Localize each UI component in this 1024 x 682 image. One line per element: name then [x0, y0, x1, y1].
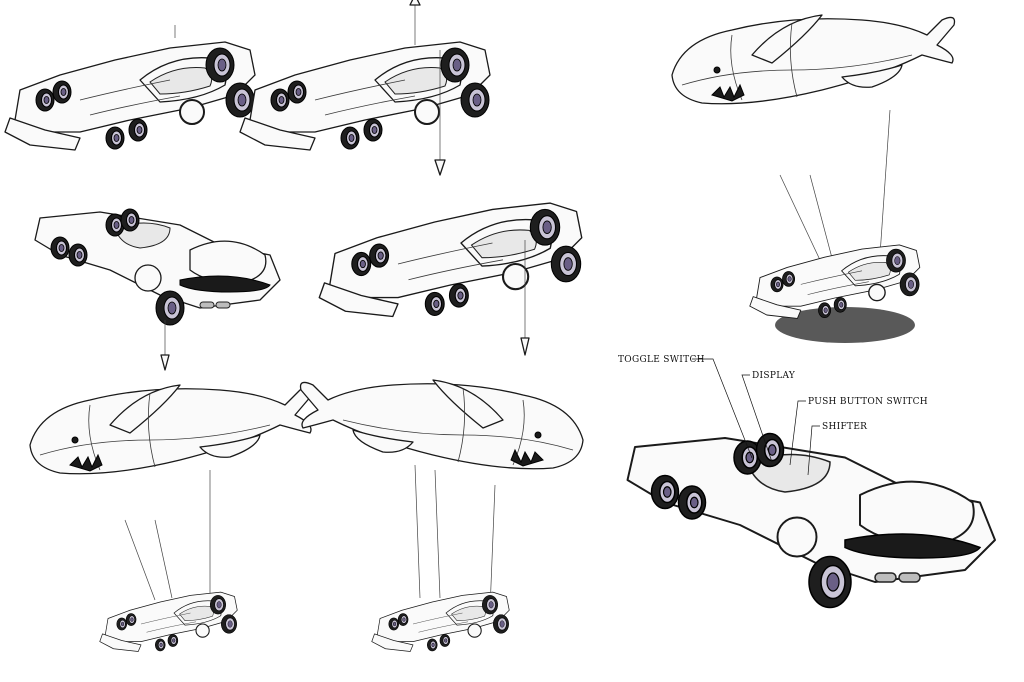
- shark-blimp-car-top-right: [671, 14, 956, 343]
- callout-toggle-switch: TOGGLE SWITCH: [618, 355, 753, 459]
- car-sketch-top-2: [240, 0, 490, 176]
- shark-blimp-car-left: [29, 384, 314, 652]
- svg-text:TOGGLE SWITCH: TOGGLE SWITCH: [618, 355, 705, 365]
- callout-display: DISPLAY: [741, 371, 796, 463]
- svg-text:DISPLAY: DISPLAY: [752, 371, 796, 381]
- car-side-view-1: [35, 209, 280, 371]
- svg-text:PUSH BUTTON SWITCH: PUSH BUTTON SWITCH: [808, 397, 928, 407]
- car-sketch-top-1: [5, 25, 255, 150]
- callout-push-button-switch: PUSH BUTTON SWITCH: [789, 397, 928, 466]
- svg-text:SHIFTER: SHIFTER: [822, 422, 867, 432]
- callout-shifter: SHIFTER: [807, 422, 867, 476]
- car-side-view-2: [319, 203, 582, 356]
- detailed-car-callout-view: [628, 434, 996, 608]
- dolphin-blimp-car-center: [299, 379, 584, 652]
